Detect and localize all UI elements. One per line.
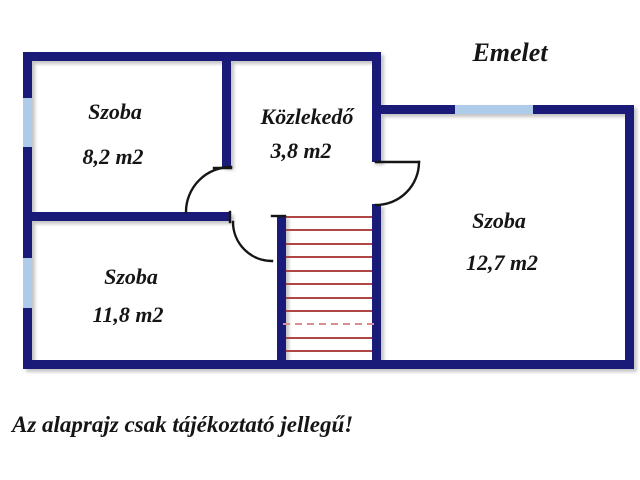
- room-4-area-label: 11,8 m2: [92, 302, 164, 327]
- room-2-area-label: 3,8 m2: [270, 138, 332, 163]
- room-3-name-label: Szoba: [472, 208, 526, 233]
- doors-group: [184, 160, 421, 263]
- window-left-upper: [23, 98, 32, 147]
- wall-hall-east: [372, 52, 381, 162]
- windows-group: [23, 98, 533, 308]
- window-top-right-room: [455, 105, 533, 114]
- wall-hall-west: [222, 52, 231, 167]
- room-1-area-label: 8,2 m2: [82, 144, 144, 169]
- room-1-name-label: Szoba: [88, 99, 142, 124]
- window-left-lower: [23, 258, 32, 308]
- wall-stair-right: [372, 204, 381, 369]
- wall-top-left-section: [23, 52, 381, 61]
- stair-treads: [283, 216, 375, 352]
- room-3-area-label: 12,7 m2: [465, 250, 539, 275]
- wall-bottom: [23, 360, 634, 369]
- wall-left: [23, 52, 32, 369]
- page-title: Emelet: [472, 38, 548, 67]
- room-2-name-label: Közlekedő: [260, 104, 354, 129]
- wall-room-divider: [23, 212, 231, 221]
- wall-stair-left: [277, 215, 286, 369]
- disclaimer-text: Az alaprajz csak tájékoztató jellegű!: [12, 412, 354, 437]
- door-arc-room4-hall: [231, 220, 274, 263]
- wall-right: [625, 105, 634, 369]
- door-arc-room1-hall: [184, 165, 233, 214]
- room-4-name-label: Szoba: [104, 264, 158, 289]
- door-arc-hall-room3: [374, 160, 421, 207]
